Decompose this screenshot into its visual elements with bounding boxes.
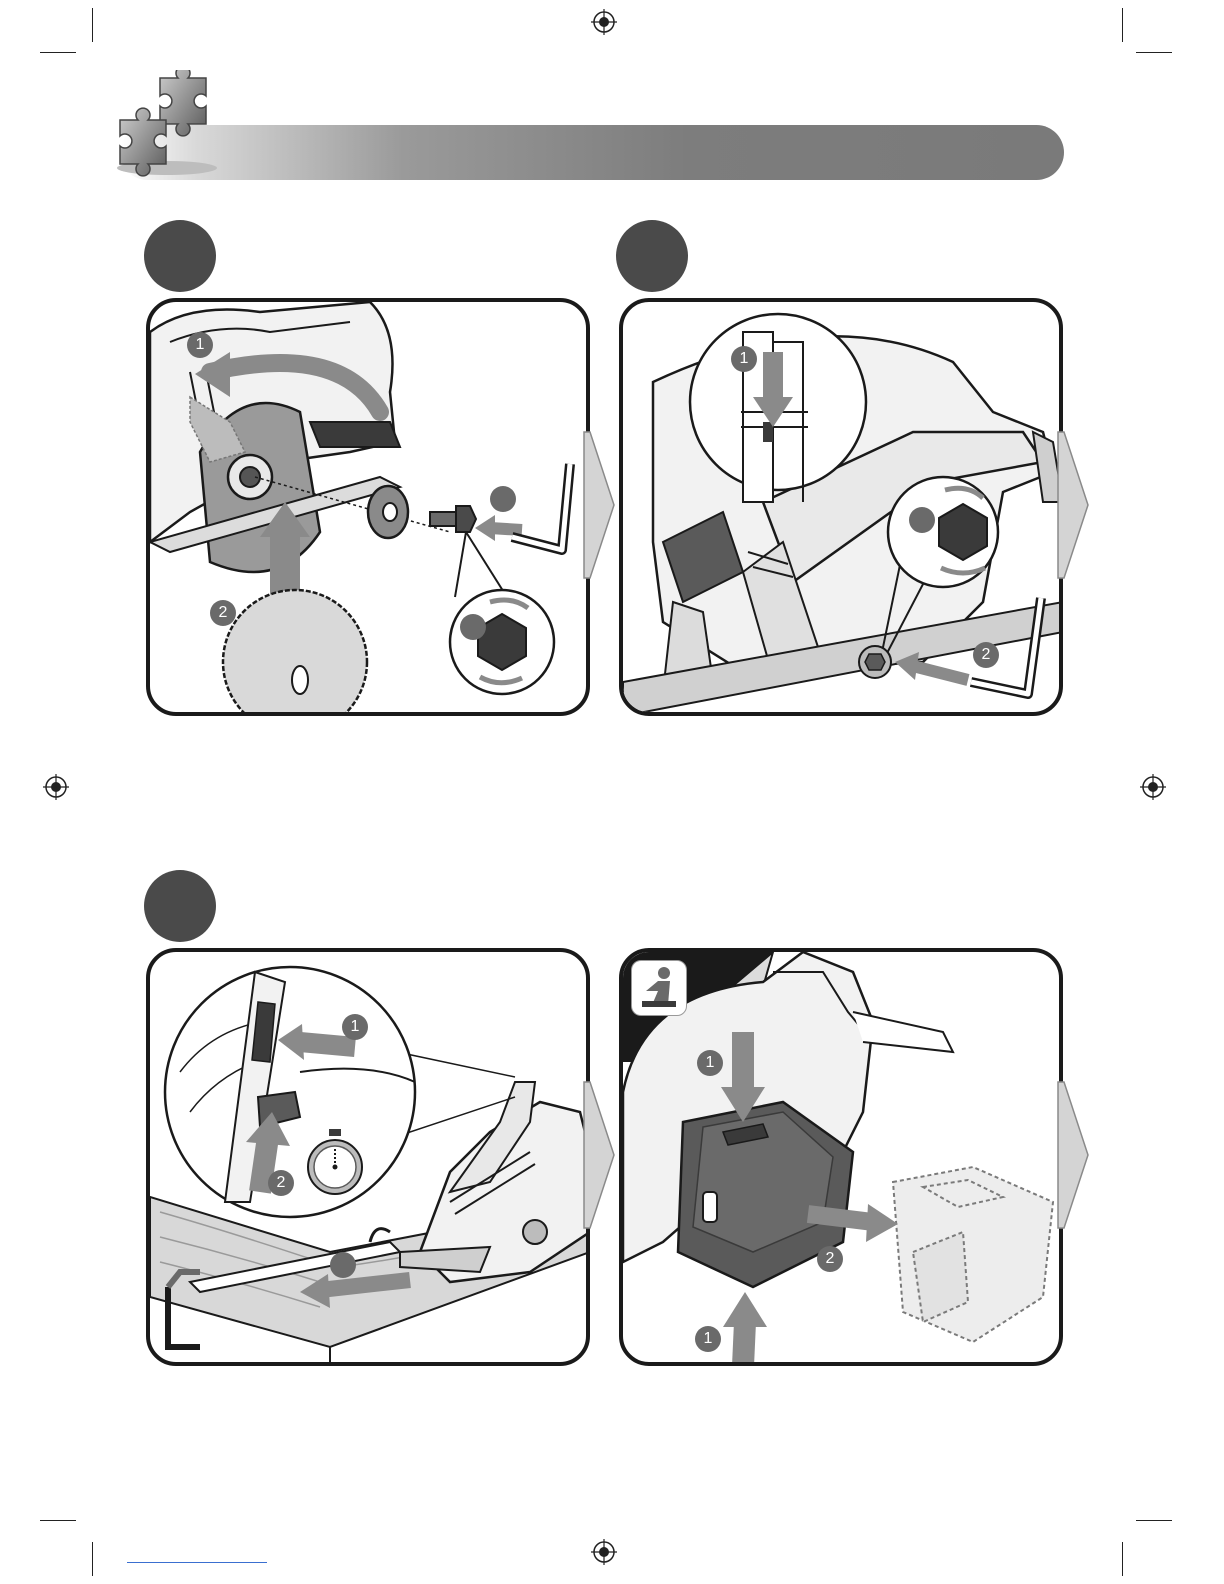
stopwatch-icon (305, 1127, 365, 1197)
cutting-illustration (150, 952, 590, 1366)
step-number-badge (330, 1252, 356, 1278)
crop-mark (1122, 1542, 1123, 1576)
panel-cutting: 1 2 (146, 948, 590, 1366)
step-number-badge: 2 (817, 1246, 843, 1272)
crop-mark (1122, 8, 1123, 42)
manual-person-icon (631, 960, 687, 1016)
crop-mark (40, 52, 76, 53)
step-number-badge (490, 486, 516, 512)
registration-mark-icon (43, 774, 69, 800)
puzzle-icon (112, 70, 222, 178)
step-number-badge: 1 (731, 346, 757, 372)
registration-mark-icon (1140, 774, 1166, 800)
battery-removal-illustration (623, 952, 1063, 1366)
section-header-bar (120, 125, 1064, 180)
crop-mark (1136, 1520, 1172, 1521)
step-number-badge (460, 614, 486, 640)
crop-mark (1136, 52, 1172, 53)
step-marker-3 (144, 870, 216, 942)
registration-mark-icon (591, 1539, 617, 1565)
step-number-badge: 2 (268, 1170, 294, 1196)
step-number-badge: 2 (210, 600, 236, 626)
blade-mounting-illustration (150, 302, 590, 716)
step-number-badge: 1 (187, 332, 213, 358)
next-arrow-icon (1056, 430, 1090, 580)
step-marker-2 (616, 220, 688, 292)
panel-bolt-tightening: 1 2 (619, 298, 1063, 716)
step-number-badge (909, 507, 935, 533)
next-arrow-icon (582, 1080, 616, 1230)
step-number-badge: 1 (697, 1050, 723, 1076)
crop-mark (92, 1542, 93, 1576)
step-number-badge: 1 (342, 1014, 368, 1040)
step-number-badge: 1 (695, 1326, 721, 1352)
registration-mark-icon (591, 9, 617, 35)
step-number-badge: 2 (973, 642, 999, 668)
next-arrow-icon (582, 430, 616, 580)
step-marker-1 (144, 220, 216, 292)
crop-mark (40, 1520, 76, 1521)
panel-blade-mounting: 1 2 (146, 298, 590, 716)
footer-rule (127, 1562, 267, 1563)
crop-mark (92, 8, 93, 42)
panel-battery-removal: 1 2 1 (619, 948, 1063, 1366)
next-arrow-icon (1056, 1080, 1090, 1230)
